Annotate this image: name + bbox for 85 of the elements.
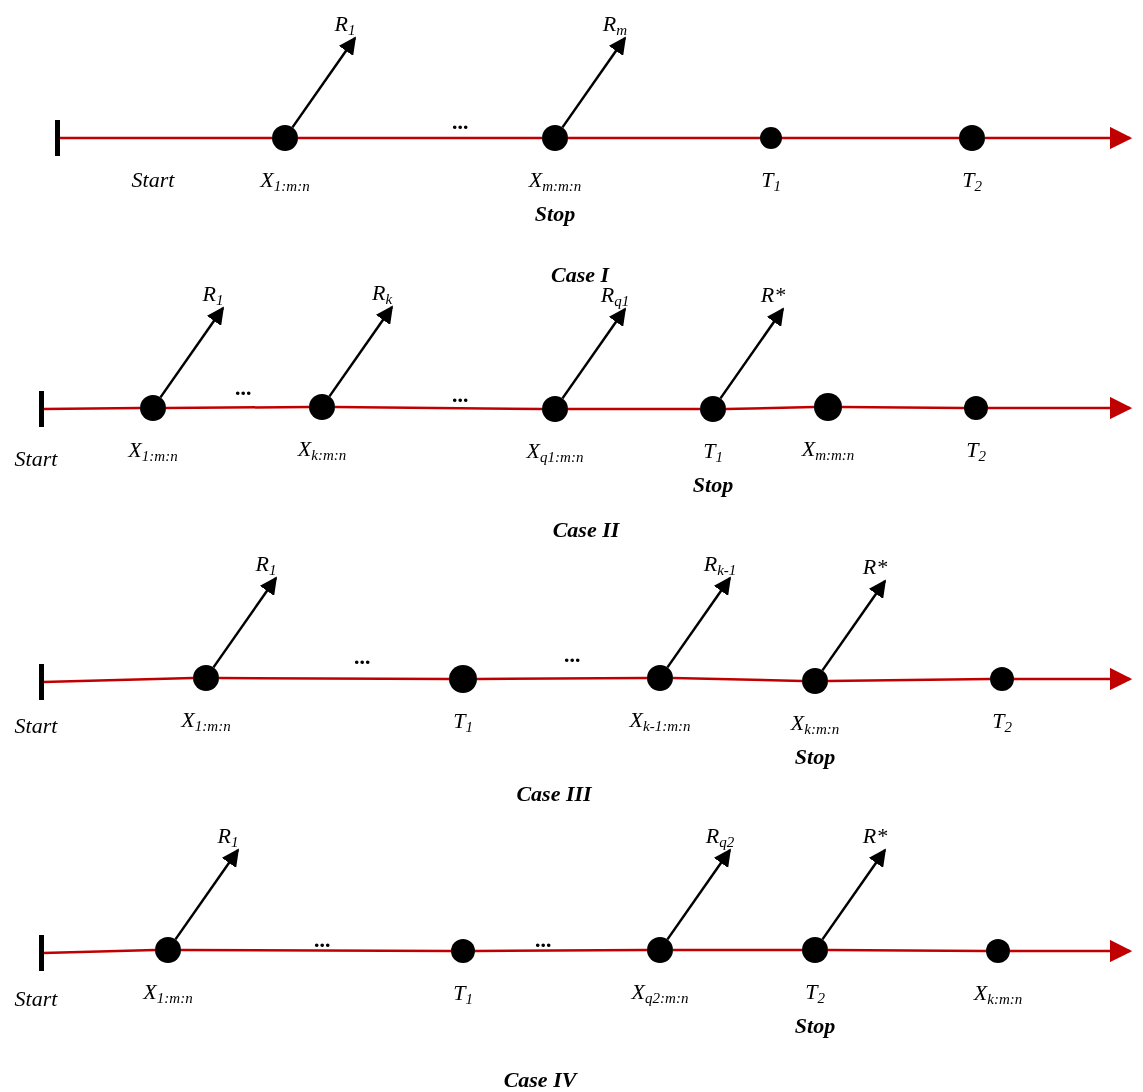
edge-label: R$_{1}$ — [217, 824, 239, 852]
timeline-line — [475, 948, 647, 953]
arrow — [328, 305, 394, 398]
edge-label: R$_{k}$ — [371, 281, 393, 309]
timeline-line — [985, 126, 1133, 150]
edge-label: R* — [760, 283, 786, 307]
point-label: X$_{m:m:n}$ — [801, 437, 855, 465]
point-label: Start — [14, 714, 58, 738]
point-label: T$_{2}$ — [962, 168, 982, 196]
arrow — [666, 576, 732, 669]
point-label: Start — [14, 987, 58, 1011]
edge-label: R$_{1}$ — [334, 12, 356, 40]
point-label: T$_{2}$ — [805, 980, 825, 1008]
case-title: Case IV — [503, 1068, 577, 1092]
point-label: T$_{1}$ — [453, 709, 473, 737]
edge-label: R$_{q2}$ — [705, 824, 735, 852]
timeline-line — [166, 405, 309, 410]
ellipsis: ... — [452, 110, 470, 134]
timeline-line — [477, 676, 647, 681]
arrow — [561, 36, 627, 129]
timeline-line — [219, 676, 449, 681]
edge-label: R* — [862, 555, 888, 579]
point-label: X$_{k:m:n}$ — [790, 711, 840, 739]
ellipsis: ... — [452, 383, 470, 407]
point-label: X$_{1:m:n}$ — [143, 980, 193, 1008]
edge-label: R$_{m}$ — [602, 12, 628, 40]
timeline-line — [828, 948, 986, 953]
timeline-line — [725, 405, 815, 411]
stop-label: Stop — [534, 202, 576, 226]
timeline-line — [842, 405, 964, 410]
timeline-line — [335, 405, 542, 411]
timeline-line — [828, 677, 990, 683]
point-label: X$_{k:m:n}$ — [973, 981, 1023, 1009]
timeline-line — [782, 136, 959, 140]
edge-label: R* — [862, 824, 888, 848]
point-label: X$_{1:m:n}$ — [128, 438, 178, 466]
timeline-line — [1014, 667, 1133, 691]
timeline-line — [988, 396, 1133, 420]
point-label: T$_{2}$ — [966, 438, 986, 466]
point-label: X$_{k-1:m:n}$ — [629, 708, 691, 736]
case-title: Case II — [552, 518, 620, 542]
timeline-line — [59, 136, 272, 140]
point-label: T$_{2}$ — [992, 709, 1012, 737]
timeline-line — [672, 676, 803, 683]
timeline-line — [181, 948, 451, 953]
point-label: X$_{q1:m:n}$ — [526, 439, 584, 467]
timeline-line — [42, 948, 156, 955]
ellipsis: ... — [535, 928, 553, 952]
timeline-line — [298, 136, 542, 140]
stop-label: Stop — [794, 745, 836, 769]
edge-label: R$_{1}$ — [202, 282, 224, 310]
point-label: T$_{1}$ — [453, 981, 473, 1009]
timeline-line — [1010, 939, 1133, 963]
ellipsis: ... — [564, 643, 582, 667]
edge-label: R$_{1}$ — [255, 552, 277, 580]
ellipsis: ... — [354, 645, 372, 669]
point-label: X$_{1:m:n}$ — [260, 168, 310, 196]
arrow — [212, 576, 278, 669]
point-label: Start — [131, 168, 175, 192]
point-label: T$_{1}$ — [761, 168, 781, 196]
case-title: Case III — [516, 782, 592, 806]
timeline-line — [43, 406, 140, 411]
timeline-line — [568, 407, 700, 411]
ellipsis: ... — [235, 376, 253, 400]
stop-label: Stop — [692, 473, 734, 497]
stop-label: Stop — [794, 1014, 836, 1038]
arrow — [174, 848, 240, 941]
point-label: X$_{1:m:n}$ — [181, 708, 231, 736]
timeline-line — [673, 948, 802, 952]
edge-label: R$_{k-1}$ — [703, 552, 737, 580]
arrow — [291, 36, 357, 129]
ellipsis: ... — [314, 928, 332, 952]
point-label: X$_{k:m:n}$ — [297, 437, 347, 465]
arrow — [666, 848, 732, 941]
timeline-line — [42, 676, 194, 684]
arrow — [821, 579, 887, 672]
point-label: Start — [14, 447, 58, 471]
arrow — [159, 306, 225, 399]
arrow — [719, 307, 785, 400]
arrow — [821, 848, 887, 941]
point-label: T$_{1}$ — [703, 439, 723, 467]
timeline-line — [568, 136, 760, 140]
point-label: X$_{m:m:n}$ — [528, 168, 582, 196]
point-label: X$_{q2:m:n}$ — [631, 980, 689, 1008]
arrow — [561, 307, 627, 400]
